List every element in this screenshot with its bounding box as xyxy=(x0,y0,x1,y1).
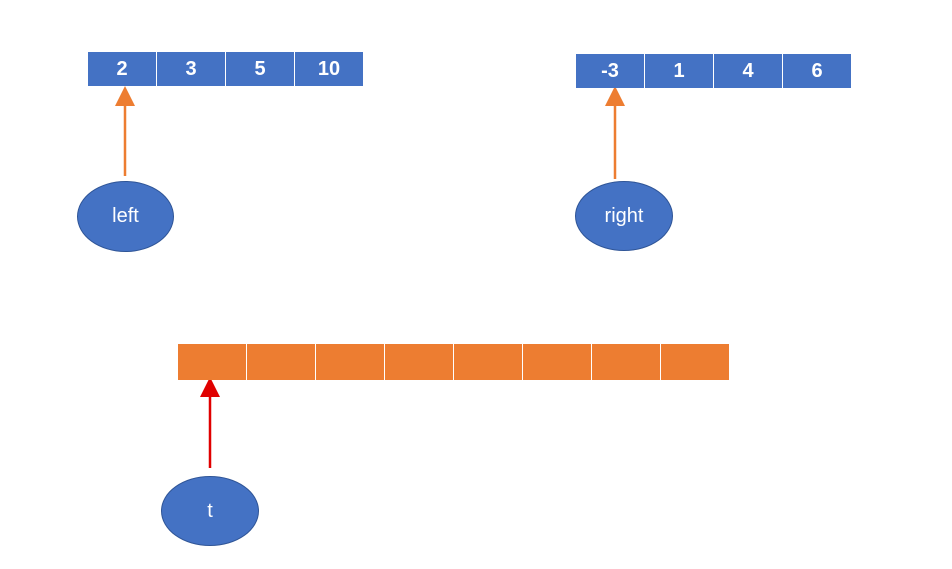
temp-array-cell xyxy=(247,344,315,380)
temp-array xyxy=(178,344,729,380)
t-pointer-node: t xyxy=(161,476,259,546)
left-array: 2 3 5 10 xyxy=(88,52,363,86)
temp-array-cell xyxy=(178,344,246,380)
temp-array-cell xyxy=(385,344,453,380)
temp-array-cell xyxy=(523,344,591,380)
temp-array-cell xyxy=(661,344,729,380)
left-array-cell: 3 xyxy=(157,52,225,86)
right-array-cell: -3 xyxy=(576,54,644,88)
right-array-cell: 1 xyxy=(645,54,713,88)
temp-array-cell xyxy=(592,344,660,380)
left-array-cell: 5 xyxy=(226,52,294,86)
left-array-cell: 10 xyxy=(295,52,363,86)
right-array: -3 1 4 6 xyxy=(576,54,851,88)
temp-array-cell xyxy=(316,344,384,380)
left-array-cell: 2 xyxy=(88,52,156,86)
right-array-cell: 4 xyxy=(714,54,782,88)
left-pointer-node: left xyxy=(77,181,174,252)
right-array-cell: 6 xyxy=(783,54,851,88)
temp-array-cell xyxy=(454,344,522,380)
right-pointer-node: right xyxy=(575,181,673,251)
